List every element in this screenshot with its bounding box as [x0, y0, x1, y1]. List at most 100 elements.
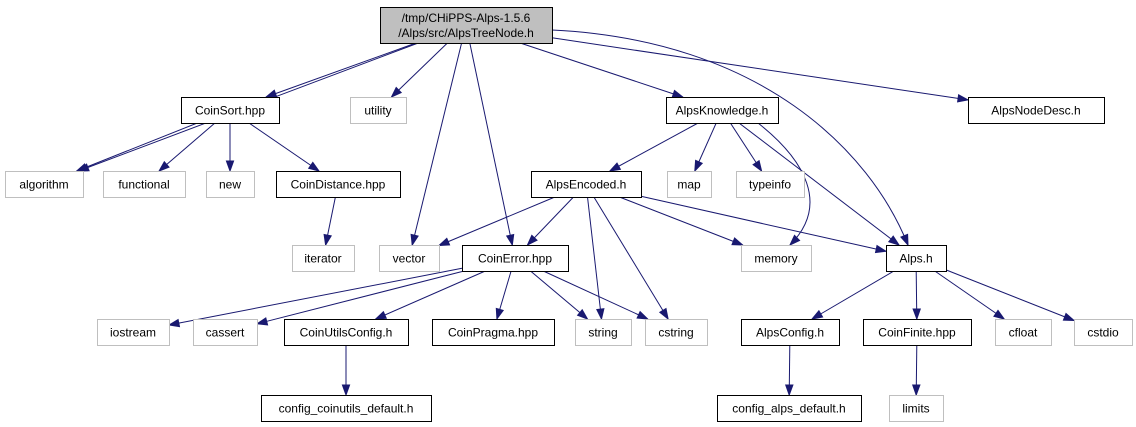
- edge-alps-to-cfloat-line: [934, 270, 1005, 320]
- edge-coinerror-to-cstring-line: [543, 270, 648, 320]
- node-coinerror-box: [462, 245, 569, 272]
- node-iostream-label: iostream: [110, 326, 156, 340]
- node-alpsknowledge[interactable]: AlpsKnowledge.h: [666, 97, 779, 124]
- node-typeinfo-label: typeinfo: [749, 178, 791, 192]
- edge-coinsort-to-new-arrowhead: [225, 160, 235, 173]
- node-memory[interactable]: memory: [741, 245, 812, 272]
- node-alpsknowledge-box: [666, 97, 779, 124]
- edge-alpsencoded-to-memory-arrowhead: [731, 237, 744, 246]
- edge-coinerror-to-string-arrowhead: [576, 308, 589, 320]
- edge-alpsknowledge-to-memory-line: [757, 122, 811, 246]
- node-cassert-box: [193, 319, 258, 346]
- node-coinutilsconfig-box: [284, 319, 409, 346]
- edge-coinutilsconfig-to-config_coinutils: [341, 345, 351, 397]
- node-coinsort-label: CoinSort.hpp: [195, 104, 265, 118]
- node-coinsort[interactable]: CoinSort.hpp: [181, 97, 280, 124]
- node-coindistance-box: [276, 171, 401, 198]
- node-iterator[interactable]: iterator: [292, 245, 355, 272]
- edge-alpsencoded-to-cstring: [593, 196, 669, 321]
- edge-coinerror-to-iostream-line: [168, 267, 463, 326]
- edge-coinerror-to-cassert: [255, 270, 465, 326]
- node-coinpragma[interactable]: CoinPragma.hpp: [432, 319, 555, 346]
- node-coinerror[interactable]: CoinError.hpp: [462, 245, 569, 272]
- node-alps-label: Alps.h: [899, 252, 932, 266]
- node-coinpragma-box: [432, 319, 555, 346]
- node-limits[interactable]: limits: [889, 395, 944, 422]
- node-functional[interactable]: functional: [103, 171, 186, 198]
- node-cstring[interactable]: cstring: [645, 319, 708, 346]
- edge-root-to-utility-line: [391, 42, 448, 98]
- edge-alpsencoded-to-string-arrowhead: [596, 308, 605, 321]
- node-memory-label: memory: [754, 252, 797, 266]
- node-iostream-box: [97, 319, 170, 346]
- node-iterator-label: iterator: [304, 252, 341, 266]
- node-config_alps[interactable]: config_alps_default.h: [717, 395, 862, 422]
- node-alpsencoded[interactable]: AlpsEncoded.h: [531, 171, 642, 198]
- node-utility-box: [350, 97, 407, 124]
- node-alpsnodedesc[interactable]: AlpsNodeDesc.h: [968, 97, 1105, 124]
- node-vector[interactable]: vector: [379, 245, 440, 272]
- edge-coinerror-to-coinpragma-arrowhead: [495, 307, 505, 321]
- node-coinutilsconfig-label: CoinUtilsConfig.h: [300, 326, 393, 340]
- edge-alpsknowledge-to-typeinfo: [729, 122, 763, 173]
- node-alpsconfig[interactable]: AlpsConfig.h: [741, 319, 840, 346]
- edge-alpsencoded-to-alps-arrowhead: [874, 244, 888, 254]
- node-map-label: map: [677, 178, 701, 192]
- edge-coinerror-to-cassert-arrowhead: [255, 317, 269, 326]
- node-algorithm[interactable]: algorithm: [5, 171, 84, 198]
- edge-root-to-alpsnodedesc-line: [551, 37, 969, 101]
- edge-root-to-vector-line: [411, 42, 463, 246]
- edge-coinerror-to-coinutilsconfig-line: [375, 270, 486, 320]
- node-cfloat[interactable]: cfloat: [995, 319, 1052, 346]
- node-root[interactable]: /tmp/CHiPPS-Alps-1.5.6/Alps/src/AlpsTree…: [380, 7, 553, 44]
- node-typeinfo-box: [736, 171, 805, 198]
- node-map[interactable]: map: [667, 171, 712, 198]
- edge-root-to-utility-arrowhead: [390, 86, 403, 99]
- node-cassert[interactable]: cassert: [193, 319, 258, 346]
- node-root-label: /tmp/CHiPPS-Alps-1.5.6: [402, 11, 531, 25]
- edge-coinerror-to-coinutilsconfig-arrowhead: [374, 310, 388, 320]
- edge-coinerror-to-string-line: [530, 270, 588, 320]
- edge-root-to-coinsort-line: [265, 42, 417, 98]
- edge-alpsconfig-to-config_alps-arrowhead: [784, 384, 794, 397]
- edge-root-to-vector: [410, 42, 463, 247]
- node-coinfinite[interactable]: CoinFinite.hpp: [863, 319, 972, 346]
- node-cstdio[interactable]: cstdio: [1074, 319, 1133, 346]
- node-config_coinutils[interactable]: config_coinutils_default.h: [261, 395, 432, 422]
- node-alpsconfig-label: AlpsConfig.h: [756, 326, 824, 340]
- node-coinfinite-label: CoinFinite.hpp: [878, 326, 956, 340]
- edge-alpsencoded-to-string: [587, 196, 605, 321]
- edge-coinfinite-to-limits-arrowhead: [911, 384, 921, 397]
- node-string[interactable]: string: [575, 319, 632, 346]
- node-new[interactable]: new: [206, 171, 255, 198]
- node-limits-label: limits: [902, 402, 929, 416]
- node-string-box: [575, 319, 632, 346]
- edge-alpsknowledge-to-alps: [738, 122, 901, 246]
- node-cstdio-label: cstdio: [1087, 326, 1119, 340]
- node-coindistance[interactable]: CoinDistance.hpp: [276, 171, 401, 198]
- node-alps-box: [886, 245, 947, 272]
- edge-alpsknowledge-to-map-arrowhead: [694, 159, 704, 173]
- edge-alpsknowledge-to-alps-line: [738, 122, 900, 246]
- node-typeinfo[interactable]: typeinfo: [736, 171, 805, 198]
- edge-alpsencoded-to-cstring-line: [593, 196, 669, 320]
- edge-coinerror-to-cstring-arrowhead: [636, 310, 650, 320]
- node-config_coinutils-box: [261, 395, 432, 422]
- node-utility[interactable]: utility: [350, 97, 407, 124]
- node-coinfinite-box: [863, 319, 972, 346]
- node-map-box: [667, 171, 712, 198]
- node-iostream[interactable]: iostream: [97, 319, 170, 346]
- node-alpsnodedesc-box: [968, 97, 1105, 124]
- node-cassert-label: cassert: [206, 326, 245, 340]
- edge-alps-to-cfloat: [934, 270, 1006, 320]
- node-coinsort-box: [181, 97, 280, 124]
- edge-root-to-alpsnodedesc-arrowhead: [957, 94, 970, 103]
- edge-coinerror-to-iostream-arrowhead: [167, 318, 181, 328]
- node-alps[interactable]: Alps.h: [886, 245, 947, 272]
- edge-coinsort-to-coindistance-arrowhead: [307, 161, 321, 172]
- edge-root-to-alps: [551, 29, 909, 247]
- edge-coinfinite-to-limits: [911, 344, 921, 397]
- node-limits-box: [889, 395, 944, 422]
- node-coinutilsconfig[interactable]: CoinUtilsConfig.h: [284, 319, 409, 346]
- node-root-box: [380, 7, 553, 44]
